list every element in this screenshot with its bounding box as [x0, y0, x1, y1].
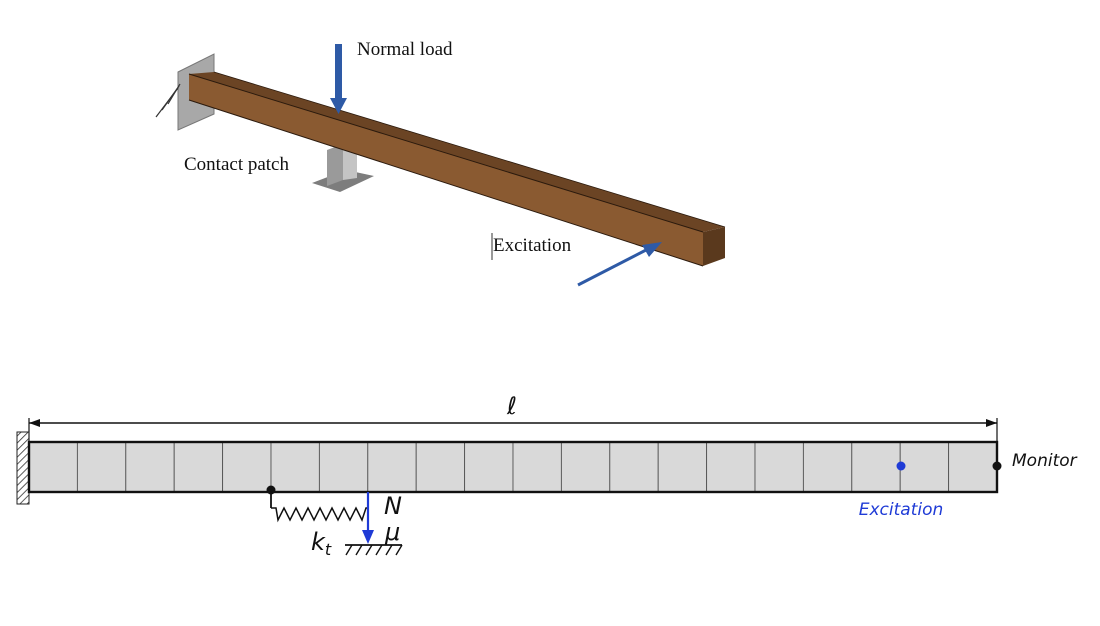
beam-3d-body — [188, 71, 726, 267]
monitor-label: Monitor — [1012, 451, 1078, 471]
stiffness-subscript: t — [325, 540, 332, 559]
beam-element — [28, 441, 78, 493]
beam-element — [415, 441, 466, 493]
wall-hatch — [155, 83, 181, 118]
beam-element — [318, 441, 369, 493]
excitation-arrow-3d — [577, 242, 662, 287]
beam-element — [222, 441, 272, 493]
normal-load-label: Normal load — [357, 39, 453, 60]
beam-top-face — [189, 72, 725, 232]
beam-3d-illustration: Normal load Contact patch Excitation — [155, 39, 726, 287]
contact-element — [266, 485, 403, 556]
stiffness-label: kt — [311, 528, 332, 559]
spring-coil — [271, 506, 368, 523]
fixed-wall-hatch — [16, 431, 30, 505]
beam-2d-schematic: ℓ Monitor Excitation — [16, 392, 1078, 559]
beam-element — [270, 441, 320, 493]
beam-end-face — [703, 227, 725, 266]
beam-element — [367, 441, 417, 493]
length-dimension — [28, 418, 998, 442]
beam-element — [802, 441, 853, 493]
beam-element — [464, 441, 514, 493]
beam-element — [754, 441, 804, 493]
beam-element — [173, 441, 224, 493]
beam-front-face — [189, 74, 703, 266]
beam-element — [899, 441, 950, 493]
beam-element — [851, 441, 901, 493]
contact-patch-label: Contact patch — [184, 154, 289, 175]
friction-ground-hatch — [345, 544, 403, 556]
excitation-label-2d: Excitation — [859, 500, 944, 520]
normal-force-arrow — [362, 492, 374, 544]
length-label: ℓ — [506, 392, 517, 420]
stiffness-symbol: k — [311, 528, 326, 556]
excitation-point — [896, 461, 906, 471]
normal-force-label: N — [384, 492, 402, 520]
beam-element — [512, 441, 562, 493]
beam-element — [76, 441, 127, 493]
monitor-point — [992, 461, 1002, 471]
beam-element — [706, 441, 756, 493]
beam-element — [560, 441, 611, 493]
beam-elements — [28, 441, 998, 493]
beam-element — [657, 441, 708, 493]
normal-load-arrow — [330, 44, 347, 114]
beam-element — [609, 441, 659, 493]
beam-element — [125, 441, 175, 493]
excitation-label-3d: Excitation — [493, 235, 572, 256]
beam-element — [948, 441, 998, 493]
friction-coefficient-label: μ — [384, 518, 400, 546]
